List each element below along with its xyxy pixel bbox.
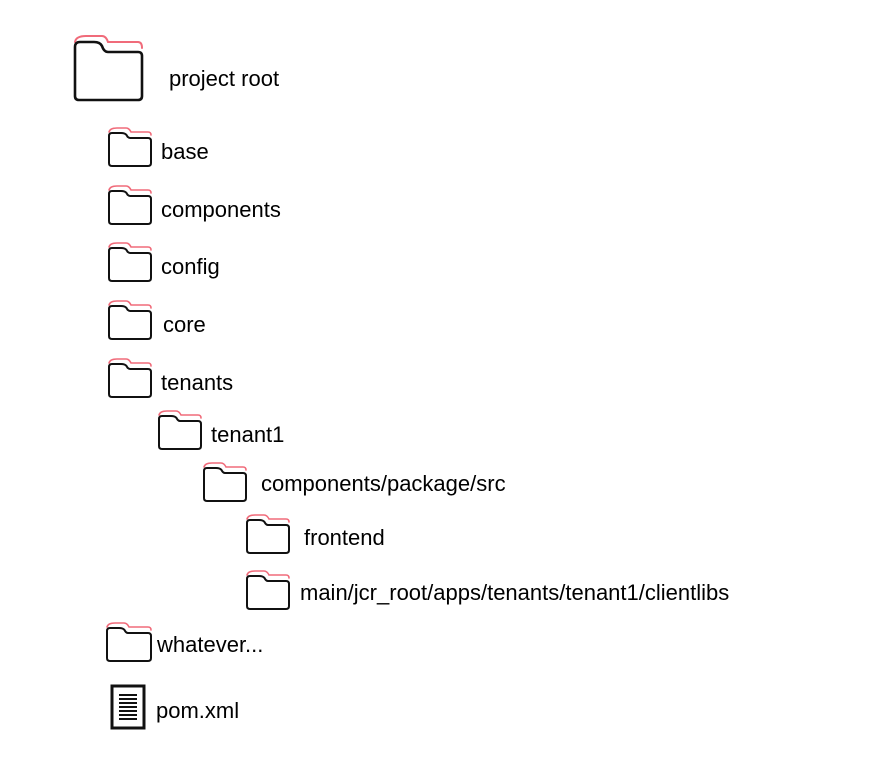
folder-icon — [157, 409, 205, 451]
tree-item-label: config — [161, 254, 220, 279]
folder-icon — [107, 241, 155, 283]
folder-icon — [245, 569, 293, 611]
tree-item-label: core — [163, 312, 206, 337]
tree-item-label: tenants — [161, 370, 234, 395]
tree-item-label: pom.xml — [156, 698, 240, 723]
folder-icon — [107, 126, 155, 168]
tree-item-label: frontend — [304, 525, 385, 550]
folder-icon — [107, 357, 155, 399]
folder-icon — [72, 34, 146, 104]
file-icon — [110, 684, 146, 730]
folder-icon — [107, 184, 155, 226]
folder-icon — [107, 299, 155, 341]
folder-icon — [105, 621, 155, 663]
tree-root-label: project root — [169, 66, 280, 91]
tree-item-label: whatever... — [157, 632, 264, 657]
tree-item-label: components/package/src — [261, 471, 506, 496]
tree-item-label: tenant1 — [211, 422, 285, 447]
folder-icon — [245, 513, 293, 555]
tree-item-label: base — [161, 139, 209, 164]
tree-item-label: components — [161, 197, 281, 222]
folder-icon — [202, 461, 250, 503]
tree-item-label: main/jcr_root/apps/tenants/tenant1/clien… — [300, 580, 730, 605]
